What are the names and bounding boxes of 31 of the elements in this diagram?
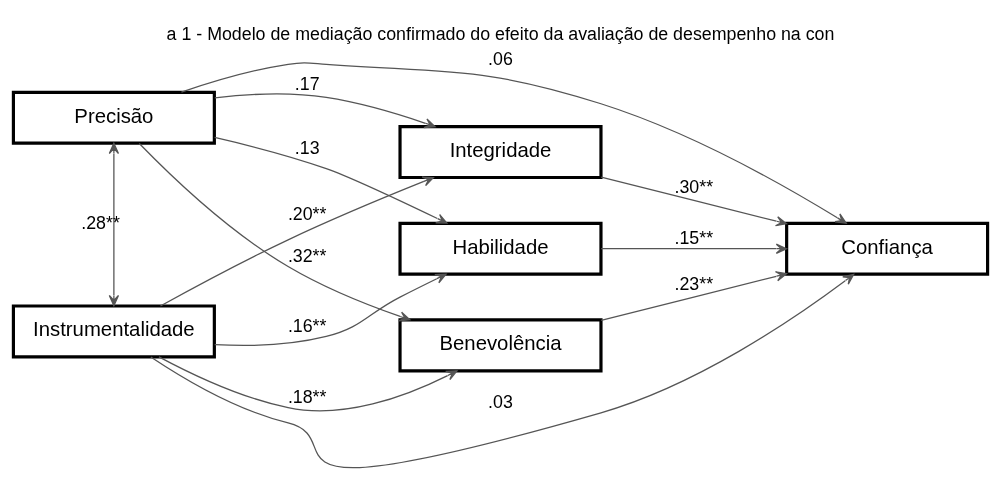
node-box: Integridade <box>398 124 603 179</box>
edge-label: .03 <box>488 391 513 412</box>
diagram-title: a 1 - Modelo de mediação confirmado do efeito da avaliação de desempenho na con <box>166 23 835 44</box>
edge-label: .23** <box>674 273 714 294</box>
arrow <box>159 176 435 307</box>
edge-label: .18** <box>287 386 327 407</box>
arrow <box>214 273 447 346</box>
edge-label: .32** <box>287 245 327 266</box>
arrow <box>600 243 788 254</box>
node-box: Habilidade <box>398 221 603 276</box>
edge-label: .16** <box>287 315 327 336</box>
edge-label: .06 <box>488 48 513 69</box>
arrow <box>214 92 436 128</box>
edge-label: .17 <box>294 73 320 94</box>
arrow <box>108 142 120 306</box>
edge-label: .28** <box>81 212 120 233</box>
edge-label: .30** <box>674 176 714 197</box>
node-box: Precisão <box>11 90 216 145</box>
edge-label: .13 <box>294 137 320 158</box>
node-box: Instrumentalidade <box>11 303 216 358</box>
arrow <box>150 273 855 468</box>
arrow <box>180 61 847 224</box>
arrow <box>600 175 788 226</box>
node-box: Benevolência <box>398 317 603 372</box>
arrow <box>600 270 788 321</box>
arrow <box>138 142 411 321</box>
edge-label: .20** <box>287 203 327 224</box>
node-box: Confiança <box>785 221 990 276</box>
arrow <box>158 355 458 411</box>
edge-label: .15** <box>674 227 714 248</box>
arrow <box>213 136 448 224</box>
